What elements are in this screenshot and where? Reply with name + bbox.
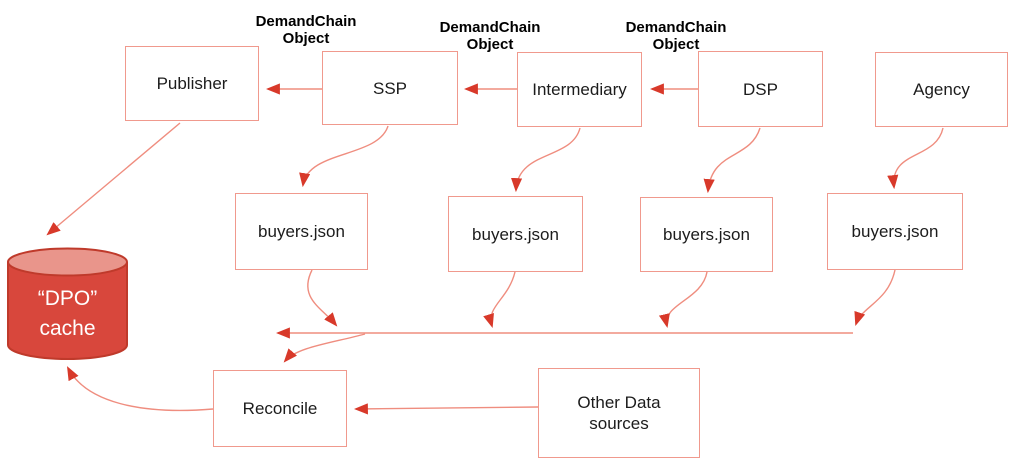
edge-bus-to-reconcile	[283, 333, 366, 363]
node-buyers-json-ssp: buyers.json	[235, 193, 368, 270]
demandchain-object-label-1: DemandChain Object	[255, 13, 357, 47]
node-buyers-json-intermediary: buyers.json	[448, 196, 583, 272]
edge-dsp-to-buyersjson	[703, 127, 761, 194]
edge-buyersjson1-to-bus	[307, 269, 338, 327]
node-reconcile: Reconcile	[213, 370, 347, 447]
node-publisher: Publisher	[125, 46, 259, 121]
node-agency: Agency	[875, 52, 1008, 127]
edge-buyersjson4-to-bus	[854, 269, 896, 326]
node-other-data-sources: Other Data sources	[538, 368, 700, 458]
node-ssp: SSP	[322, 51, 458, 125]
node-intermediary: Intermediary	[517, 52, 642, 127]
edge-agency-to-buyersjson	[887, 127, 944, 190]
edge-otherdata-to-reconcile	[353, 403, 539, 415]
node-buyers-json-agency: buyers.json	[827, 193, 963, 270]
node-dsp: DSP	[698, 51, 823, 127]
demandchain-object-label-2: DemandChain Object	[439, 19, 541, 53]
edge-buyersjson2-to-bus	[483, 271, 516, 329]
demandchain-object-label-3: DemandChain Object	[625, 19, 727, 53]
node-buyers-json-dsp: buyers.json	[640, 197, 773, 272]
edge-ssp-to-buyersjson	[299, 125, 389, 188]
edge-buyersjson3-to-bus	[658, 271, 708, 329]
dpo-cache-cylinder	[7, 247, 128, 360]
edge-reconcile-to-dpo-cache	[67, 366, 214, 412]
edge-intermediary-to-buyersjson	[511, 127, 581, 193]
edge-publisher-to-dpo-cache	[46, 122, 181, 236]
node-dpo-cache-label: “DPO” cache	[37, 287, 98, 340]
